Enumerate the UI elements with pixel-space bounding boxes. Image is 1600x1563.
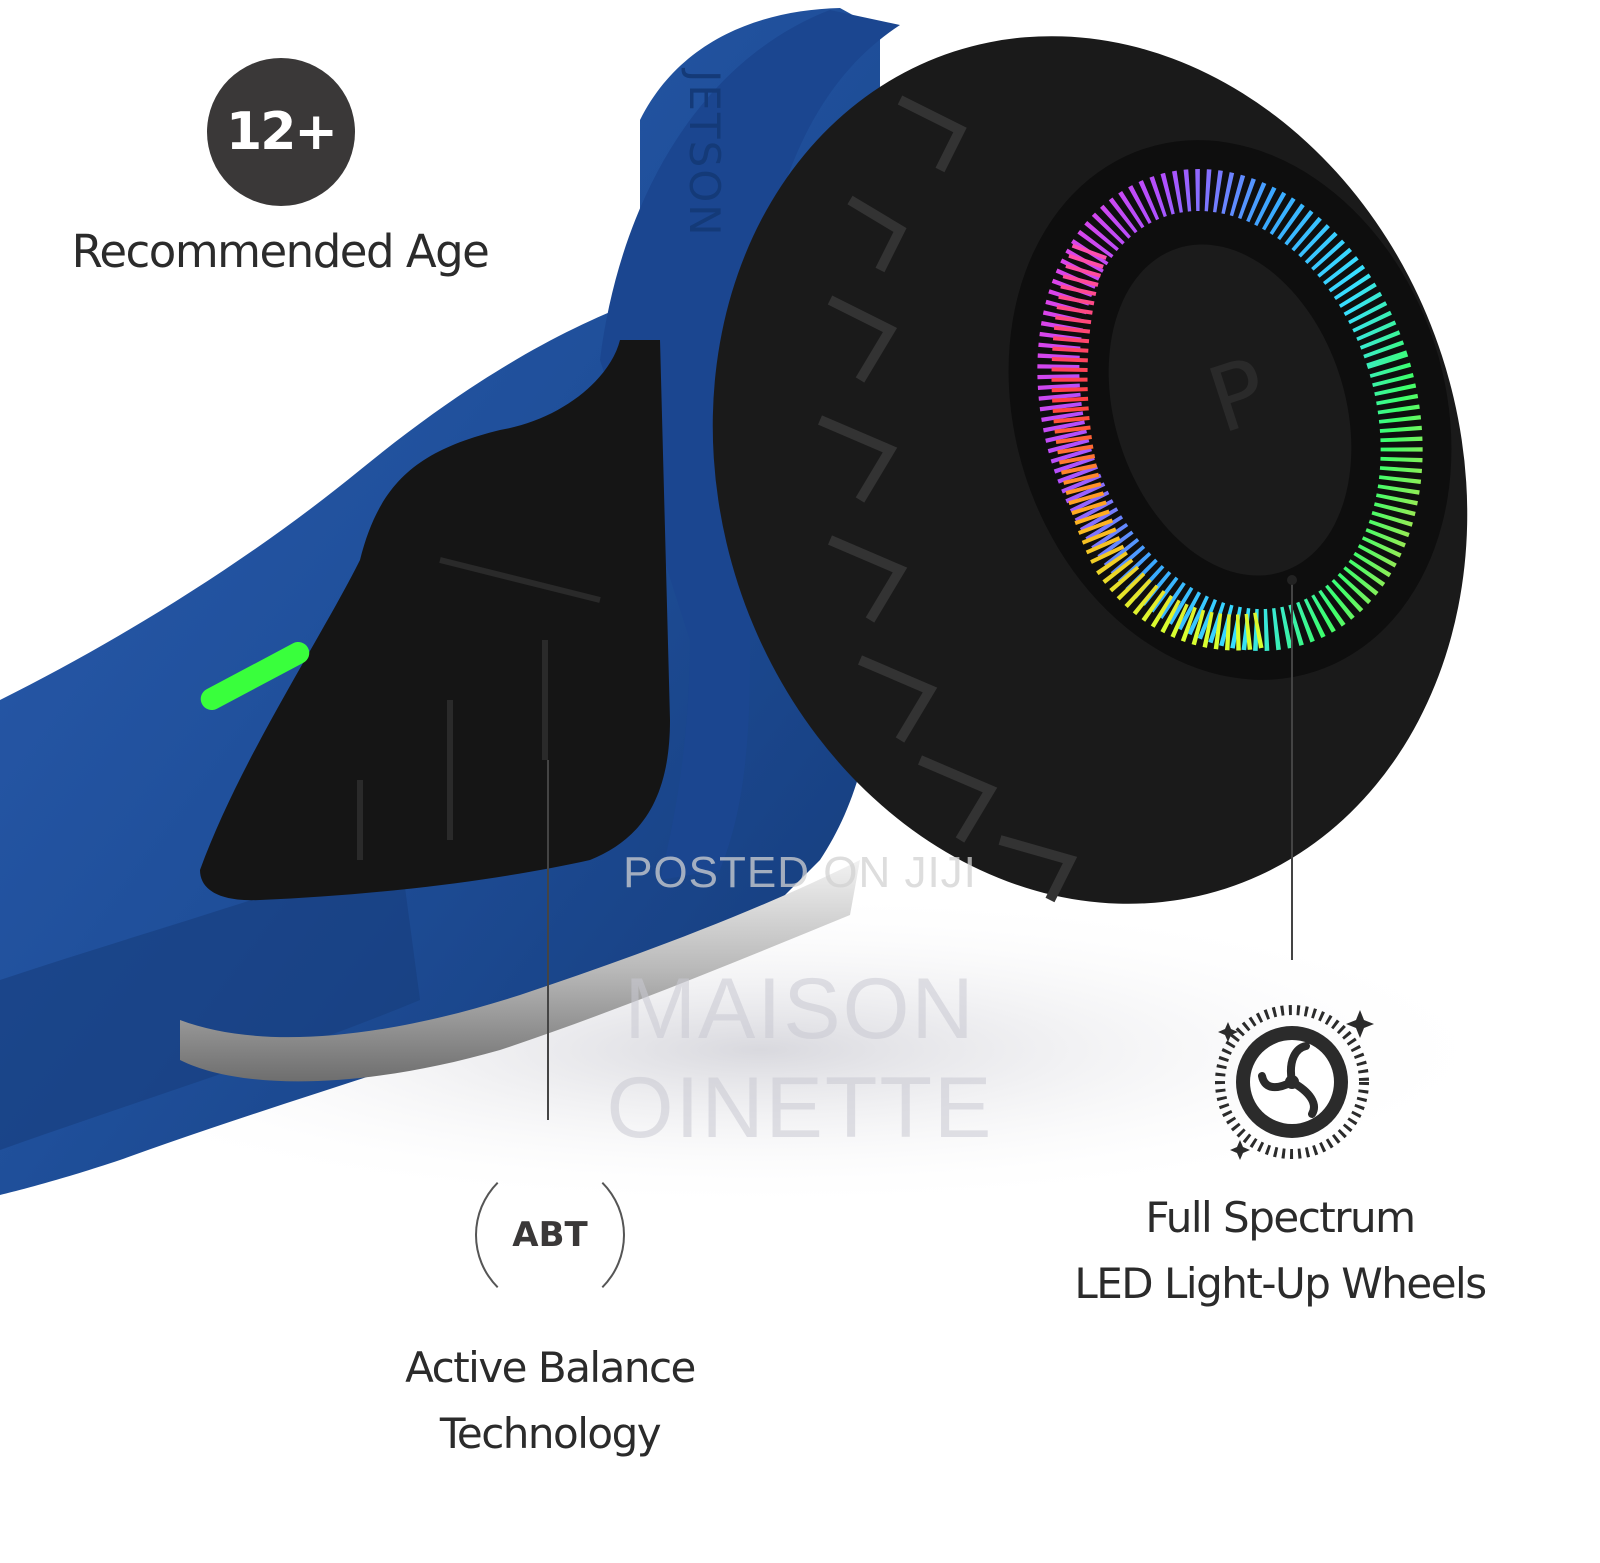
- power-led-indicator: [200, 641, 310, 711]
- age-caption: Recommended Age: [71, 225, 490, 278]
- abt-caption-line1: Active Balance: [405, 1343, 696, 1392]
- led-callout-dot: [1287, 575, 1297, 585]
- age-value: 12+: [226, 102, 338, 162]
- tire-treads: [818, 95, 1078, 903]
- brand-text: JETSON: [680, 67, 729, 238]
- led-ring: [1037, 169, 1423, 651]
- led-caption: Full Spectrum LED Light-Up Wheels: [1060, 1185, 1500, 1317]
- foot-pad-groove: [357, 557, 601, 860]
- watermark-line1: POSTED ON JIJI: [623, 848, 977, 897]
- hoverboard-body-lower: [0, 850, 420, 1150]
- watermark-line2: MAISON OINETTE: [606, 961, 994, 1156]
- abt-caption-line2: Technology: [439, 1409, 662, 1458]
- led-wheel-icon: [1215, 1005, 1374, 1160]
- chrome-bumper-strip: [180, 860, 860, 1082]
- foot-pad: [200, 340, 670, 901]
- abt-caption: Active Balance Technology: [380, 1335, 720, 1467]
- led-caption-line1: Full Spectrum: [1145, 1193, 1416, 1242]
- hub-cap: [1108, 244, 1352, 576]
- led-caption-line2: LED Light-Up Wheels: [1074, 1259, 1487, 1308]
- abt-icon-text: ABT: [512, 1215, 588, 1255]
- abt-icon: ABT: [475, 1160, 625, 1310]
- age-badge: 12+: [207, 58, 355, 206]
- led-ring-warm: [1051, 243, 1264, 651]
